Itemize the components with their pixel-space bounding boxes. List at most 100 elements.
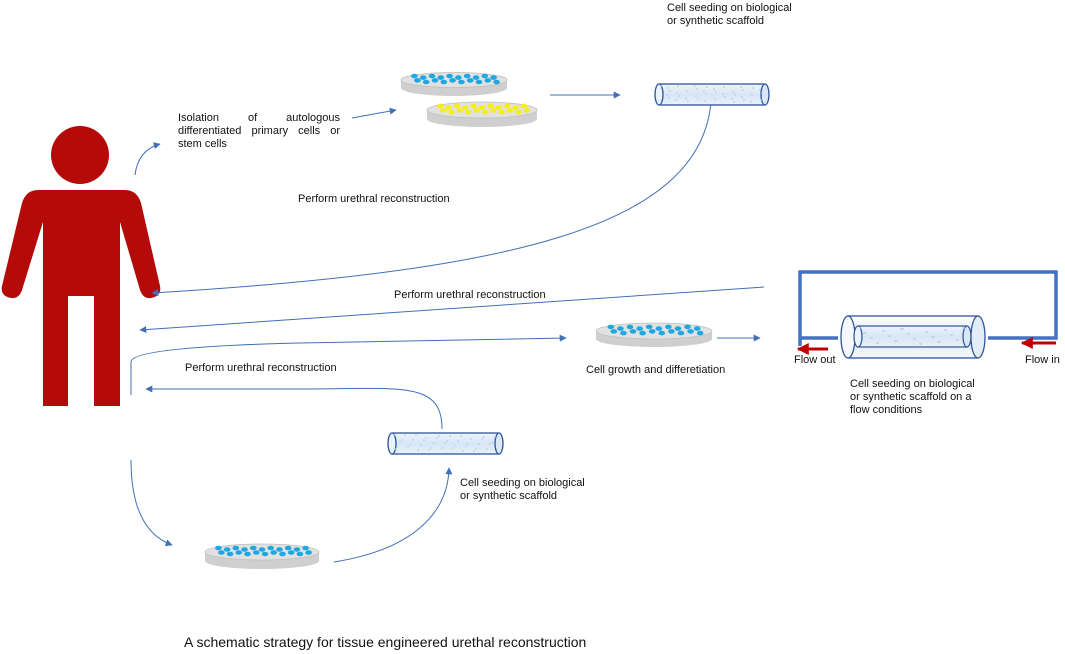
cell-dot — [414, 78, 421, 83]
cell-dot — [226, 551, 234, 557]
scaffold-texture — [393, 434, 496, 452]
cell-dot — [470, 103, 477, 109]
cell-dot — [473, 108, 480, 113]
culture-dish-blue-top — [400, 72, 508, 96]
cell-dot — [626, 324, 634, 330]
cell-dot — [440, 79, 448, 85]
cell-dot — [296, 551, 304, 557]
arrow-bioreactor-to-patient — [139, 286, 765, 334]
cell-dot — [419, 75, 427, 80]
arrow-bottom-dish-to-scaffold — [333, 467, 453, 563]
arrow-to-isolation — [134, 142, 161, 176]
label-cell-seeding-flow: Cell seeding on biological or synthetic … — [850, 378, 975, 416]
arrow-patient-to-growth-dish — [130, 334, 567, 395]
cell-dot — [449, 78, 456, 83]
cell-dot — [481, 73, 489, 79]
cell-dot — [668, 329, 675, 334]
cell-dot — [218, 550, 225, 555]
cell-dot — [523, 108, 531, 113]
cell-dot — [655, 326, 663, 331]
label-cell-seeding-bottom: Cell seeding on biological or synthetic … — [460, 477, 585, 502]
cell-dot — [437, 75, 445, 80]
cell-dot — [287, 550, 295, 555]
cell-dot — [636, 326, 643, 331]
cell-dot — [639, 330, 646, 336]
figure-caption: A schematic strategy for tissue engineer… — [184, 634, 587, 650]
cell-dot — [235, 550, 243, 555]
cell-dot — [472, 75, 480, 80]
label-perform-reconstruction-2: Perform urethral reconstruction — [394, 289, 546, 301]
cell-dot — [439, 108, 447, 113]
bioreactor-chamber — [840, 315, 986, 359]
cell-dot — [462, 105, 469, 110]
cell-dot — [665, 324, 672, 330]
arrow-isolation-to-dishes — [351, 107, 397, 119]
cell-dot — [475, 79, 483, 85]
cell-dot — [463, 73, 471, 79]
cell-dot — [445, 105, 452, 110]
cell-dot — [455, 75, 462, 80]
cell-dot — [305, 550, 312, 555]
cell-dot — [648, 329, 656, 334]
cell-dot — [422, 79, 430, 85]
scaffold-texture — [859, 327, 965, 345]
cell-dot — [446, 73, 453, 79]
cell-dot — [693, 326, 701, 331]
label-perform-reconstruction-3: Perform urethral reconstruction — [185, 362, 337, 374]
cell-dot — [293, 547, 301, 552]
cell-dot — [223, 547, 231, 552]
cell-dot — [232, 545, 240, 551]
flow-circuit-frame — [798, 270, 1058, 346]
cell-dot — [276, 547, 283, 552]
cell-dot — [267, 545, 275, 551]
cell-dot — [241, 547, 248, 552]
cell-dot — [431, 78, 439, 83]
label-perform-reconstruction-1: Perform urethral reconstruction — [298, 193, 450, 205]
arrow-patient-to-bottom-dish — [130, 459, 173, 547]
cell-dot — [498, 109, 506, 115]
human-figure-icon — [1, 126, 161, 406]
culture-dish-growth — [595, 322, 713, 347]
cell-dot — [515, 109, 522, 115]
cell-dot — [490, 108, 497, 113]
cell-dot — [465, 109, 472, 115]
cell-dot — [620, 330, 627, 336]
label-cell-growth: Cell growth and differetiation — [586, 364, 726, 376]
cell-dot — [629, 329, 637, 334]
bioreactor-flow-system — [796, 270, 1058, 359]
cell-dot — [456, 108, 464, 113]
cell-dot — [481, 109, 489, 115]
label-flow-out: Flow out — [794, 354, 836, 366]
cell-dot — [503, 103, 511, 109]
cell-dot — [270, 550, 278, 555]
cell-dot — [607, 324, 615, 330]
cell-dot — [520, 103, 528, 109]
cell-dot — [284, 545, 292, 551]
cell-dot — [512, 105, 519, 110]
cell-dot — [493, 79, 500, 85]
cell-dot — [495, 105, 503, 110]
cell-dot — [658, 330, 666, 336]
cell-dot — [610, 329, 618, 334]
cell-dot — [645, 324, 653, 330]
cell-dot — [687, 329, 694, 334]
cell-dot — [428, 73, 436, 79]
cell-dot — [506, 108, 514, 113]
label-isolation: Isolation of autologous differentiated p… — [178, 112, 340, 150]
cell-dot — [302, 545, 309, 551]
cell-dot — [448, 109, 455, 115]
culture-dish-yellow — [426, 101, 538, 127]
label-cell-seeding-top: Cell seeding on biological or synthetic … — [667, 2, 792, 27]
cell-dot — [696, 330, 704, 336]
cell-dot — [490, 75, 497, 80]
cell-dot — [261, 551, 269, 557]
cell-dot — [466, 78, 474, 83]
cell-dot — [215, 545, 222, 551]
cell-dot — [677, 330, 685, 336]
cell-dot — [436, 103, 444, 109]
flow-arrows — [130, 91, 765, 563]
cell-dot — [411, 73, 418, 79]
arrow-scaffold-to-patient-lower — [145, 385, 443, 430]
cell-dot — [258, 547, 266, 552]
